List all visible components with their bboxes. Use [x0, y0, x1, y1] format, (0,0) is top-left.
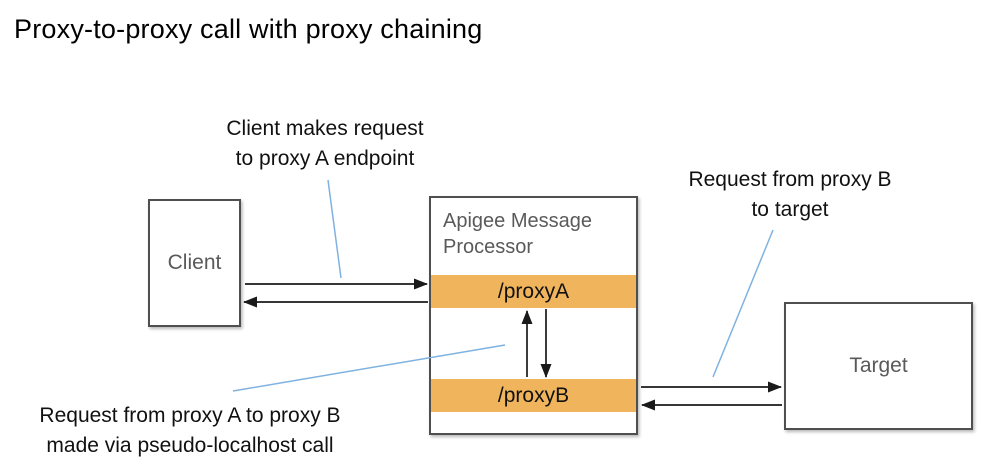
- proxy-a-bar: /proxyA: [431, 275, 636, 308]
- apigee-label: Apigee Message Processor: [443, 210, 592, 258]
- annotation-proxyb-to-target: Request from proxy B to target: [688, 168, 892, 222]
- proxy-a-label: /proxyA: [497, 279, 570, 303]
- proxy-b-label: /proxyB: [497, 383, 570, 407]
- client-node: Client: [148, 199, 241, 327]
- annotation-proxya-to-proxyb: Request from proxy A to proxy B made via…: [39, 404, 341, 458]
- target-node: Target: [784, 302, 973, 430]
- apigee-message-processor-node: Apigee Message Processor /proxyA /proxyB: [429, 196, 638, 435]
- annotation-client-request: Client makes request to proxy A endpoint: [226, 117, 424, 171]
- callout-line-proxyb-to-target: [712, 229, 774, 378]
- diagram-title: Proxy-to-proxy call with proxy chaining: [14, 14, 483, 44]
- client-label: Client: [167, 251, 222, 274]
- target-label: Target: [849, 354, 908, 377]
- proxy-b-bar: /proxyB: [431, 379, 636, 412]
- callout-line-client-request: [327, 179, 342, 279]
